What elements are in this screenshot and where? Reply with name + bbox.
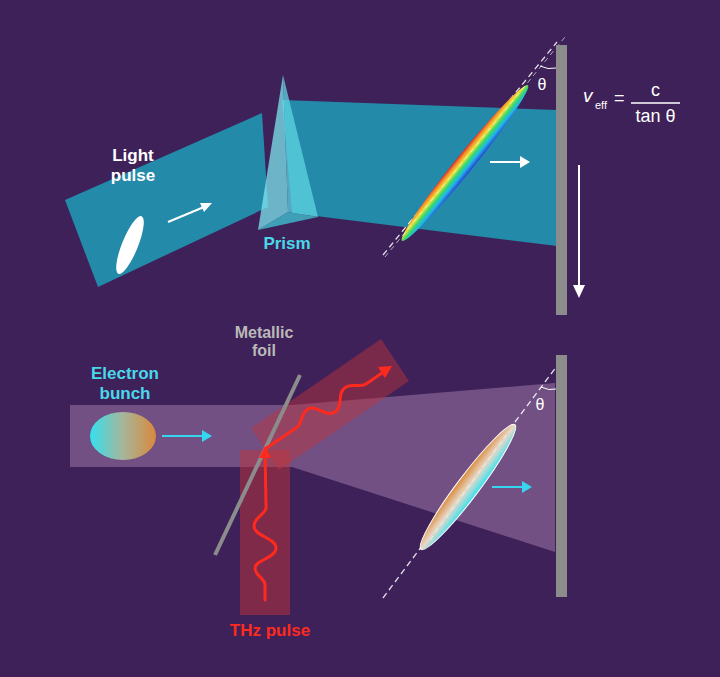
angle-arc <box>541 387 556 390</box>
part-label: THz pulse <box>215 621 325 641</box>
arrow <box>490 156 530 168</box>
part-label: Light pulse <box>88 146 178 185</box>
screen <box>556 45 567 315</box>
arrow <box>168 203 212 222</box>
part-label: Electron bunch <box>75 364 175 403</box>
angle-label: θ <box>530 396 550 414</box>
part-label: Metallic foil <box>224 324 304 361</box>
thz-wave <box>254 366 392 600</box>
arrow <box>492 481 532 493</box>
prism <box>258 75 318 230</box>
metallic-foil <box>215 375 300 555</box>
thz-beam <box>240 339 409 615</box>
light-pulse <box>111 213 149 276</box>
dashed-line <box>383 42 557 255</box>
formula-symbol: = <box>614 88 630 109</box>
tilted-pulse <box>395 80 535 247</box>
arrow <box>162 430 212 442</box>
pulse-axis <box>385 37 565 257</box>
tilted-bunch <box>412 418 523 556</box>
electron-bunch <box>90 412 156 460</box>
angle-label: θ <box>532 76 552 94</box>
formula-symbol: tan θ <box>627 106 684 127</box>
fraction-bar <box>631 102 680 103</box>
screen <box>556 355 567 597</box>
part-label: Prism <box>252 234 322 254</box>
formula-symbol: c <box>631 80 680 101</box>
angle-arc <box>540 66 556 69</box>
velocity-arrow <box>573 165 585 298</box>
dashed-line <box>383 366 557 598</box>
